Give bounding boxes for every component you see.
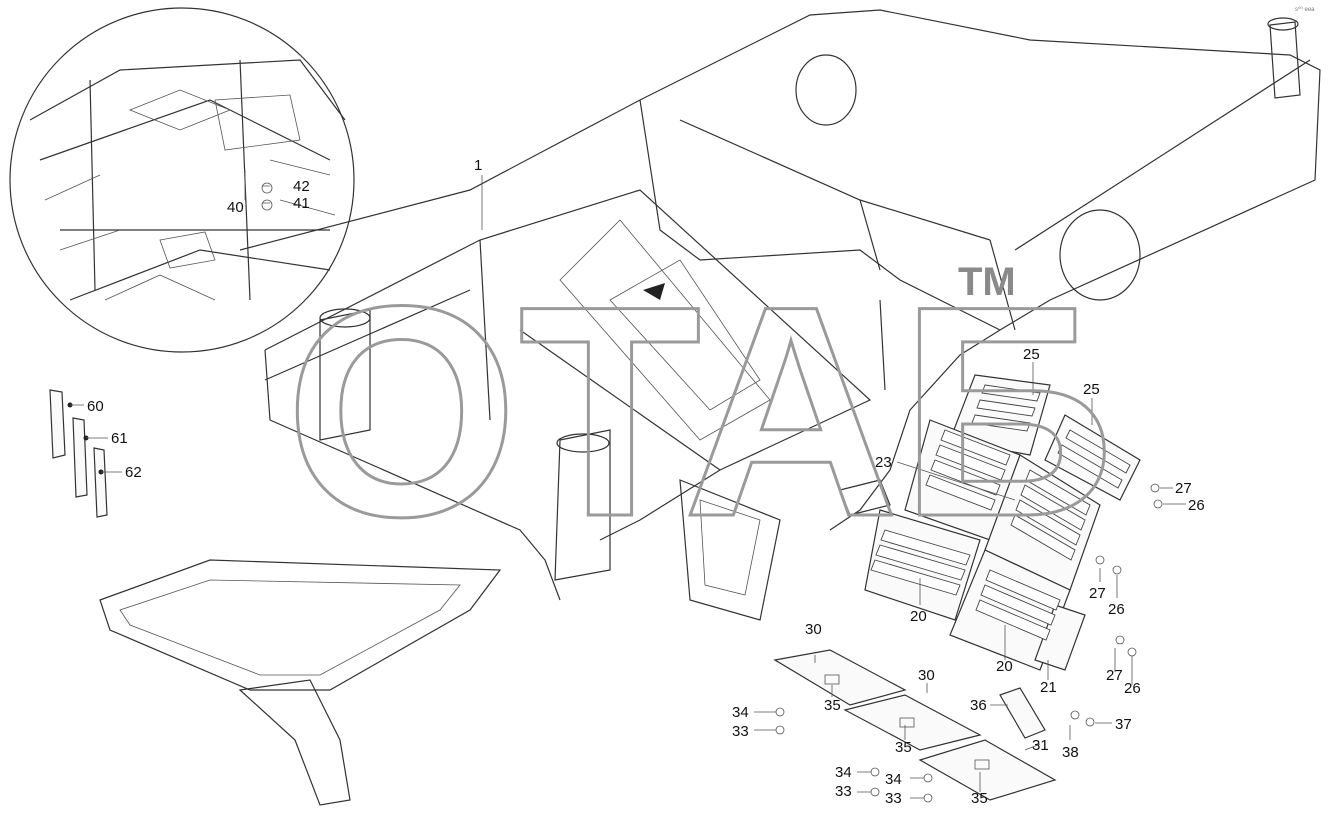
part-label: 35 — [971, 790, 988, 807]
part-label: 33 — [885, 790, 902, 807]
cover-plates — [773, 649, 1057, 801]
part-label: 21 — [1040, 679, 1057, 696]
part-label: 41 — [293, 195, 310, 212]
part-label: 30 — [918, 667, 935, 684]
part-label: 62 — [125, 464, 142, 481]
corner-stamp: s⁰⁰ eea — [1295, 6, 1315, 13]
part-label: 31 — [1032, 737, 1049, 754]
grate-panels — [864, 374, 1141, 671]
part-label: 33 — [732, 723, 749, 740]
part-label: 38 — [1062, 744, 1079, 761]
part-label: 34 — [835, 764, 852, 781]
part-label: 34 — [885, 771, 902, 788]
part-label: 1 — [474, 157, 482, 174]
part-label: 25 — [1023, 346, 1040, 363]
main-frame-chassis — [99, 9, 1321, 806]
part-label: 40 — [227, 199, 244, 216]
part-label: 61 — [111, 430, 128, 447]
part-label: 36 — [970, 697, 987, 714]
part-label: 35 — [895, 739, 912, 756]
part-label: 26 — [1188, 497, 1205, 514]
part-label: 26 — [1108, 601, 1125, 618]
part-label: 27 — [1106, 667, 1123, 684]
part-label: 37 — [1115, 716, 1132, 733]
watermark-text: ОТАБ — [285, 243, 1115, 579]
direction-arrow-icon — [643, 283, 665, 300]
leader-lines — [70, 170, 1186, 799]
part-label: 60 — [87, 398, 104, 415]
part-label: 42 — [293, 178, 310, 195]
part-label: 23 — [875, 454, 892, 471]
part-label: 33 — [835, 783, 852, 800]
part-label: 27 — [1175, 480, 1192, 497]
rail-profiles-60-62 — [49, 389, 108, 518]
part-labels: 1 42 41 40 60 61 62 25 25 23 27 26 27 26… — [87, 157, 1205, 807]
part-label: 27 — [1089, 585, 1106, 602]
part-label: 35 — [824, 697, 841, 714]
part-label: 20 — [996, 658, 1013, 675]
part-label: 34 — [732, 704, 749, 721]
trademark-symbol: TM — [958, 260, 1016, 304]
part-label: 30 — [805, 621, 822, 638]
part-label: 26 — [1124, 680, 1141, 697]
detail-magnifier-circle — [9, 7, 355, 353]
part-label: 25 — [1083, 381, 1100, 398]
part-label: 20 — [910, 608, 927, 625]
